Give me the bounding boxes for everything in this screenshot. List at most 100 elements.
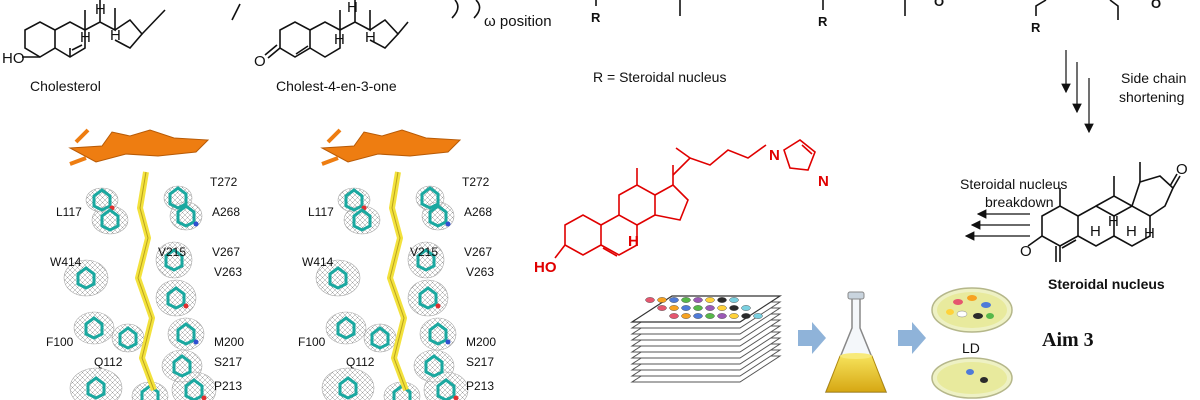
heme-group [320, 129, 462, 163]
residue-label: V267 [464, 245, 492, 259]
r-atom-3: R [1031, 20, 1041, 35]
cholestenone-o-atom: O [254, 53, 266, 70]
residue-label: V215 [158, 245, 186, 259]
nucleus-o-atom-17: O [1176, 161, 1188, 178]
residue-sticks [76, 266, 96, 290]
residue-label: T272 [462, 175, 490, 189]
petri-dish-top [931, 287, 1013, 333]
cholestenone-h-atom-3: H [365, 29, 376, 46]
density-mesh [171, 371, 217, 400]
side-chain-label: Side chain [1121, 70, 1186, 86]
ligand-outline [137, 171, 155, 391]
residue-sticks [436, 378, 456, 400]
residue-label: W414 [302, 255, 334, 269]
residue-label: A268 [464, 205, 492, 219]
residue-sticks [84, 316, 104, 340]
aim-3-label: Aim 3 [1042, 329, 1094, 351]
shortening-label: shortening [1119, 89, 1184, 105]
residue-sticks [100, 208, 120, 232]
plate-well [693, 297, 703, 303]
residue-sticks [338, 376, 358, 400]
plate-well [705, 305, 715, 311]
residue-label: V215 [410, 245, 438, 259]
residue-sticks [328, 266, 348, 290]
plate-well [729, 313, 739, 319]
residue-label: L117 [308, 205, 334, 219]
residue-label: Q112 [94, 355, 123, 369]
r-bond-3 [1035, 0, 1047, 16]
plate-well [681, 313, 691, 319]
density-mesh [155, 279, 197, 317]
inhibitor-ho-atom: HO [534, 259, 557, 276]
cholestenone-structure: O H H H [254, 0, 409, 70]
process-arrow-2 [898, 322, 926, 354]
heteroatom [201, 395, 207, 400]
residue-label: W414 [50, 255, 82, 269]
density-mesh [407, 279, 449, 317]
residue-sticks [164, 248, 184, 272]
residue-sticks [420, 186, 440, 210]
omega-paren-right [473, 0, 481, 19]
residue-sticks [416, 248, 436, 272]
omega-position-label: ω position [484, 13, 552, 30]
residue-sticks [352, 208, 372, 232]
plate-well [657, 305, 667, 311]
inhibitor-n-atom-2: N [818, 173, 829, 190]
plate-well [681, 305, 691, 311]
residue-sticks [424, 354, 444, 378]
heme-substituent [321, 128, 342, 166]
residue-sticks [168, 186, 188, 210]
heme-substituent [69, 128, 90, 166]
residue-sticks [428, 204, 448, 228]
density-mesh [407, 241, 445, 279]
plate-well [741, 313, 751, 319]
breakdown-label-line2: breakdown [985, 194, 1054, 210]
cholestenone-h-atom-1: H [347, 0, 358, 16]
steroidal-nucleus-structure: O O H H H H [1020, 161, 1188, 262]
residue-label: V263 [214, 265, 242, 279]
plate-well [705, 313, 715, 319]
residue-sticks [336, 316, 356, 340]
ligand-outline [389, 171, 407, 391]
heme-group [68, 129, 210, 163]
residue-label: P213 [214, 379, 242, 393]
heteroatom [193, 339, 199, 345]
r-definition: R = Steroidal nucleus [593, 69, 726, 85]
plate-well [693, 313, 703, 319]
plate-well [681, 297, 691, 303]
heteroatom [435, 303, 441, 309]
residue-label: A268 [212, 205, 240, 219]
process-arrow-1 [798, 322, 826, 354]
density-mesh [315, 259, 361, 297]
plate-well [669, 313, 679, 319]
nucleus-h-atom-2: H [1090, 223, 1101, 240]
residue-sticks [418, 286, 438, 310]
residue-label: V263 [466, 265, 494, 279]
cholesterol-ho-atom: HO [2, 50, 25, 67]
residue-label: S217 [466, 355, 494, 369]
residue-label: F100 [298, 335, 326, 349]
plate-well [657, 297, 667, 303]
steroidal-nucleus-caption: Steroidal nucleus [1048, 276, 1165, 292]
cholestenone-label: Cholest-4-en-3-one [276, 78, 397, 94]
residue-label: T272 [210, 175, 238, 189]
o-atom-2: O [1151, 0, 1161, 11]
cholesterol-structure: HO H H H [2, 0, 166, 67]
inhibitor-structure: HO H N N [534, 139, 829, 276]
r-atom-1: R [591, 10, 601, 25]
residue-sticks [428, 322, 448, 346]
nucleus-h-atom-3: H [1126, 223, 1137, 240]
residue-sticks [176, 322, 196, 346]
plate-well [729, 305, 739, 311]
residue-sticks [86, 376, 106, 400]
heteroatom [453, 395, 459, 400]
residue-sticks [344, 188, 364, 212]
plate-well [645, 297, 655, 303]
residue-sticks [172, 354, 192, 378]
cholesterol-h-atom-3: H [80, 29, 91, 46]
residue-label: L117 [56, 205, 82, 219]
chain-bond-3 [1109, 0, 1119, 20]
